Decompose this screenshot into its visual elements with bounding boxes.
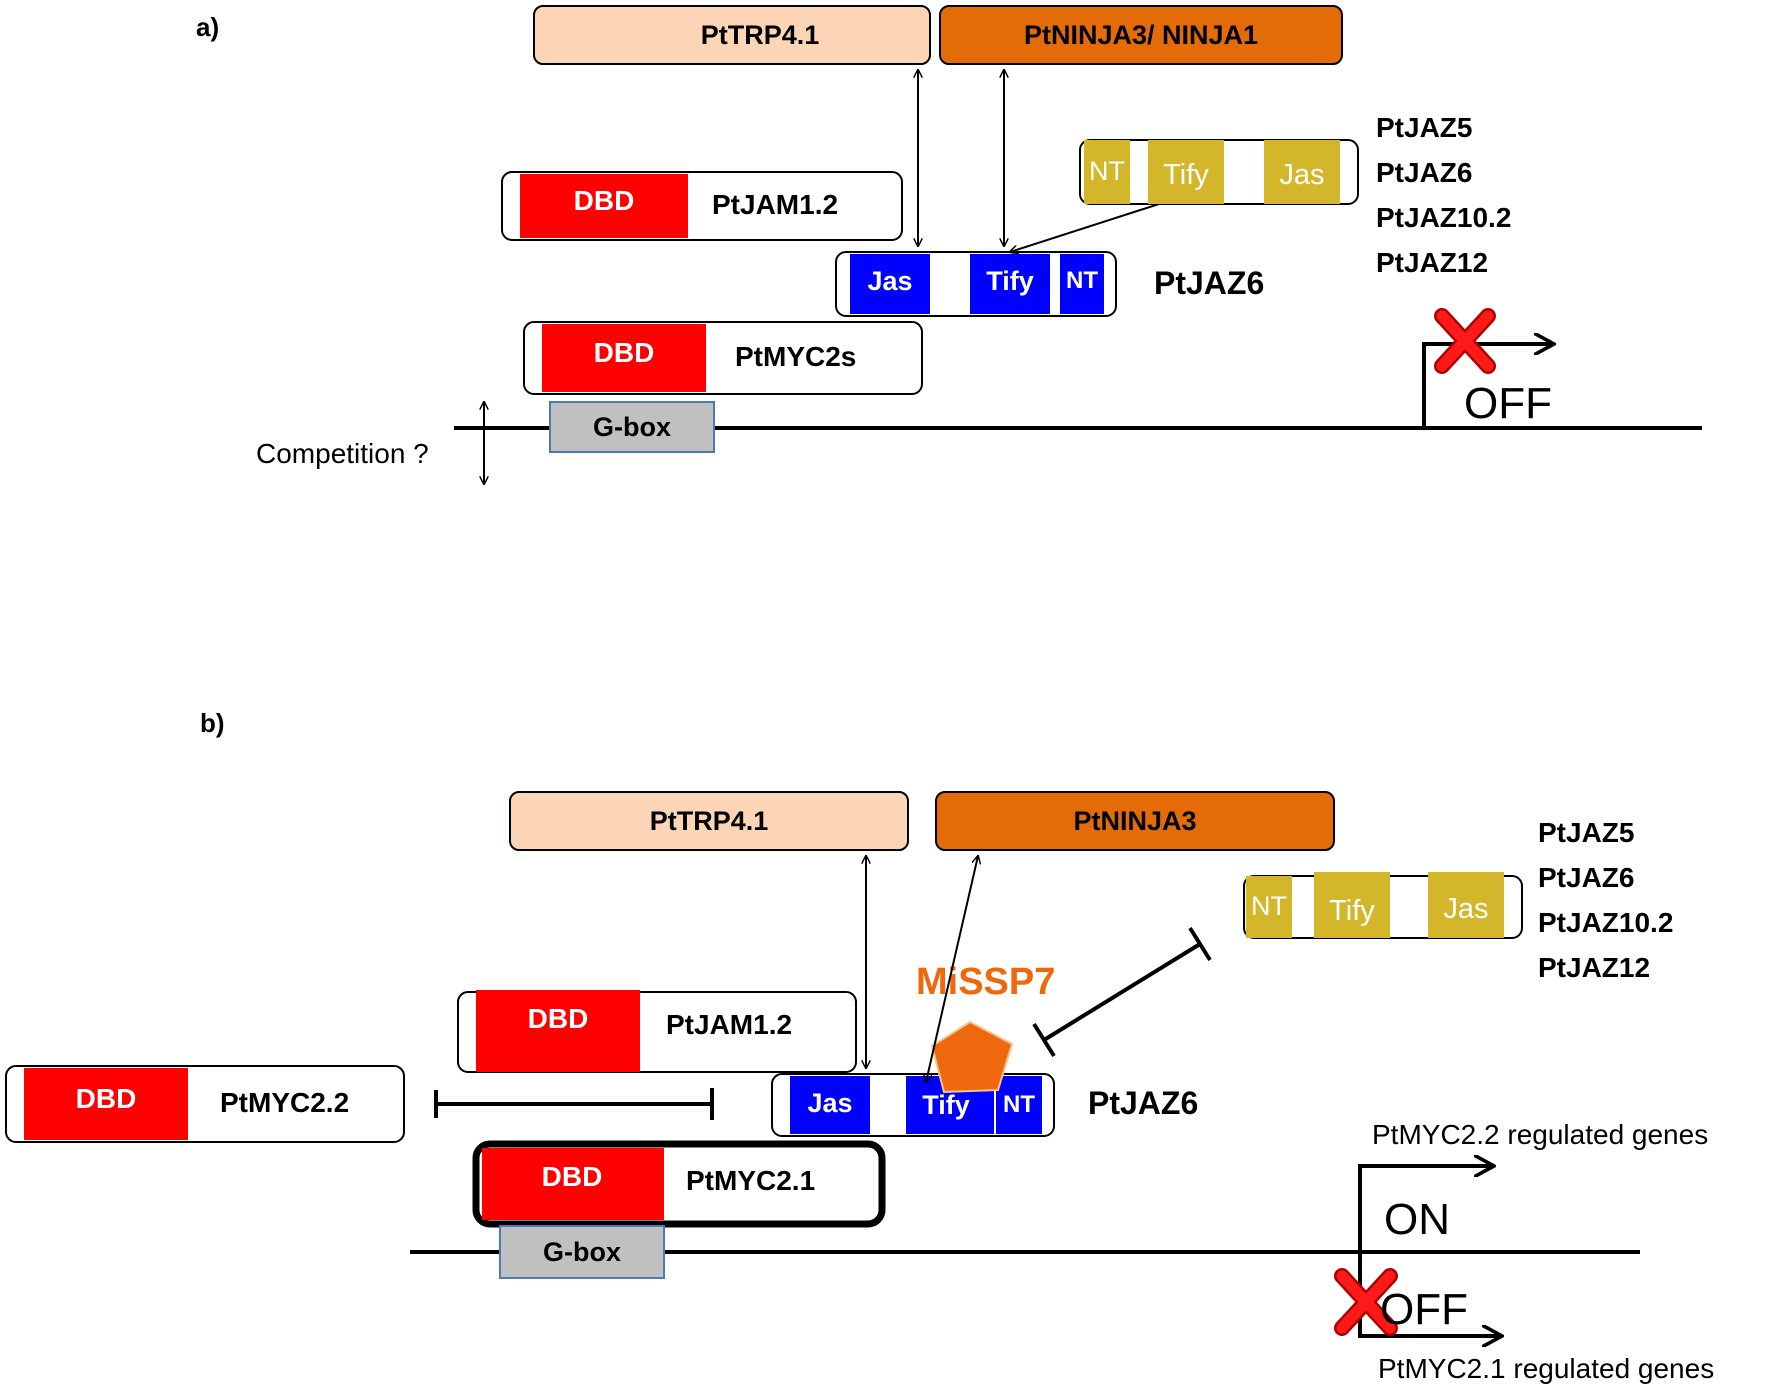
b-myc22-dbd: DBD — [76, 1083, 137, 1114]
a-jam-box: DBD PtJAM1.2 — [501, 171, 903, 241]
a-trp-box: PtTRP4.1 — [533, 5, 931, 65]
b-myc22-inhibition — [434, 1088, 714, 1120]
b-jaz-list-item: PtJAZ5 — [1538, 817, 1634, 848]
a-myc-box: DBD PtMYC2s — [523, 321, 923, 395]
b-jaz6-nt: NT — [1003, 1091, 1035, 1118]
b-missp-pentagon — [930, 1020, 1014, 1094]
a-jaz-small-tify: Tify — [1163, 159, 1209, 191]
b-myc21-dbd: DBD — [542, 1161, 603, 1192]
b-jaz-list: PtJAZ5 PtJAZ6 PtJAZ10.2 PtJAZ12 — [1538, 817, 1673, 983]
b-on-promoter-arrow — [1358, 1166, 1494, 1252]
a-jaz6-tify: Tify — [986, 266, 1034, 296]
panel-b: b) PtTRP4.1 PtNINJA3 NT Tify Jas PtJAZ5 … — [5, 708, 1714, 1384]
a-ninja-box: PtNINJA3/ NINJA1 — [939, 5, 1343, 65]
a-jaz-small-box: NT Tify Jas — [1079, 139, 1359, 205]
b-on-label: ON — [1384, 1195, 1450, 1244]
b-off-promoter-arrow — [1358, 1252, 1502, 1336]
b-jaz-small-box: NT Tify Jas — [1243, 872, 1523, 939]
b-jaz-list-item: PtJAZ10.2 — [1538, 907, 1673, 938]
b-trp-label: PtTRP4.1 — [650, 806, 769, 836]
b-jaz-list-item: PtJAZ6 — [1538, 862, 1634, 893]
b-jaz-small-tify: Tify — [1329, 895, 1375, 927]
a-promoter-arrow — [1422, 344, 1554, 428]
b-jaz6-box: Jas Tify NT — [771, 1073, 1055, 1137]
a-off-label: OFF — [1464, 379, 1552, 428]
b-off-genes-label: PtMYC2.1 regulated genes — [1378, 1353, 1714, 1384]
b-jaz6-name: PtJAZ6 — [1088, 1085, 1198, 1121]
a-jam-dbd: DBD — [574, 185, 635, 216]
b-on-genes-label: PtMYC2.2 regulated genes — [1372, 1119, 1708, 1150]
b-myc21-name: PtMYC2.1 — [686, 1165, 815, 1196]
a-jam-name: PtJAM1.2 — [712, 189, 838, 220]
b-jam-name: PtJAM1.2 — [666, 1009, 792, 1040]
b-myc21-box: DBD PtMYC2.1 — [472, 1140, 886, 1228]
a-jaz6-name: PtJAZ6 — [1154, 265, 1264, 301]
a-jaz-small-nt: NT — [1089, 156, 1125, 186]
a-gbox-label: G-box — [593, 412, 671, 442]
b-ninja-label: PtNINJA3 — [1073, 806, 1196, 836]
a-jaz-list: PtJAZ5 PtJAZ6 PtJAZ10.2 PtJAZ12 — [1376, 112, 1511, 278]
a-competition-label: Competition ? — [256, 438, 429, 469]
panel-b-label: b) — [200, 708, 225, 738]
a-cross-icon — [1434, 308, 1496, 374]
b-jaz-list-item: PtJAZ12 — [1538, 952, 1650, 983]
b-jaz-inhibition — [1032, 926, 1212, 1058]
a-jaz6-box: Jas Tify NT — [835, 251, 1117, 317]
a-myc-name: PtMYC2s — [735, 341, 856, 372]
a-jaz6-jas: Jas — [867, 266, 912, 296]
b-jam-box: DBD PtJAM1.2 — [457, 990, 857, 1073]
a-jaz-list-item: PtJAZ10.2 — [1376, 202, 1511, 233]
a-trp-label: PtTRP4.1 — [701, 20, 820, 50]
b-myc22-name: PtMYC2.2 — [220, 1087, 349, 1118]
b-gbox: G-box — [499, 1225, 665, 1279]
a-jaz-small-jas: Jas — [1279, 159, 1324, 191]
b-jaz6-jas: Jas — [807, 1088, 852, 1118]
a-ninja-label: PtNINJA3/ NINJA1 — [1024, 20, 1258, 50]
a-jaz6-nt: NT — [1066, 267, 1098, 294]
b-cross-icon — [1334, 1268, 1398, 1336]
b-jaz6-tify: Tify — [922, 1090, 970, 1120]
b-ninja-box: PtNINJA3 — [935, 791, 1335, 851]
b-jaz-small-jas: Jas — [1443, 893, 1488, 925]
b-trp-box: PtTRP4.1 — [509, 791, 909, 851]
b-missp-label: MiSSP7 — [916, 961, 1055, 1003]
a-jaz-list-item: PtJAZ5 — [1376, 112, 1472, 143]
a-jaz-list-item: PtJAZ12 — [1376, 247, 1488, 278]
b-gbox-label: G-box — [543, 1237, 621, 1267]
panel-a-label: a) — [196, 12, 219, 42]
a-jaz-list-item: PtJAZ6 — [1376, 157, 1472, 188]
panel-a: a) PtTRP4.1 PtNINJA3/ NINJA1 DBD PtJAM1.… — [196, 5, 1702, 484]
b-myc22-box: DBD PtMYC2.2 — [5, 1065, 405, 1143]
b-off-label: OFF — [1380, 1285, 1468, 1334]
b-jam-dbd: DBD — [528, 1003, 589, 1034]
a-gbox: G-box — [549, 401, 715, 453]
b-jaz-small-nt: NT — [1251, 891, 1287, 921]
a-myc-dbd: DBD — [594, 337, 655, 368]
b-ninja-jaz-arrow — [926, 856, 978, 1082]
